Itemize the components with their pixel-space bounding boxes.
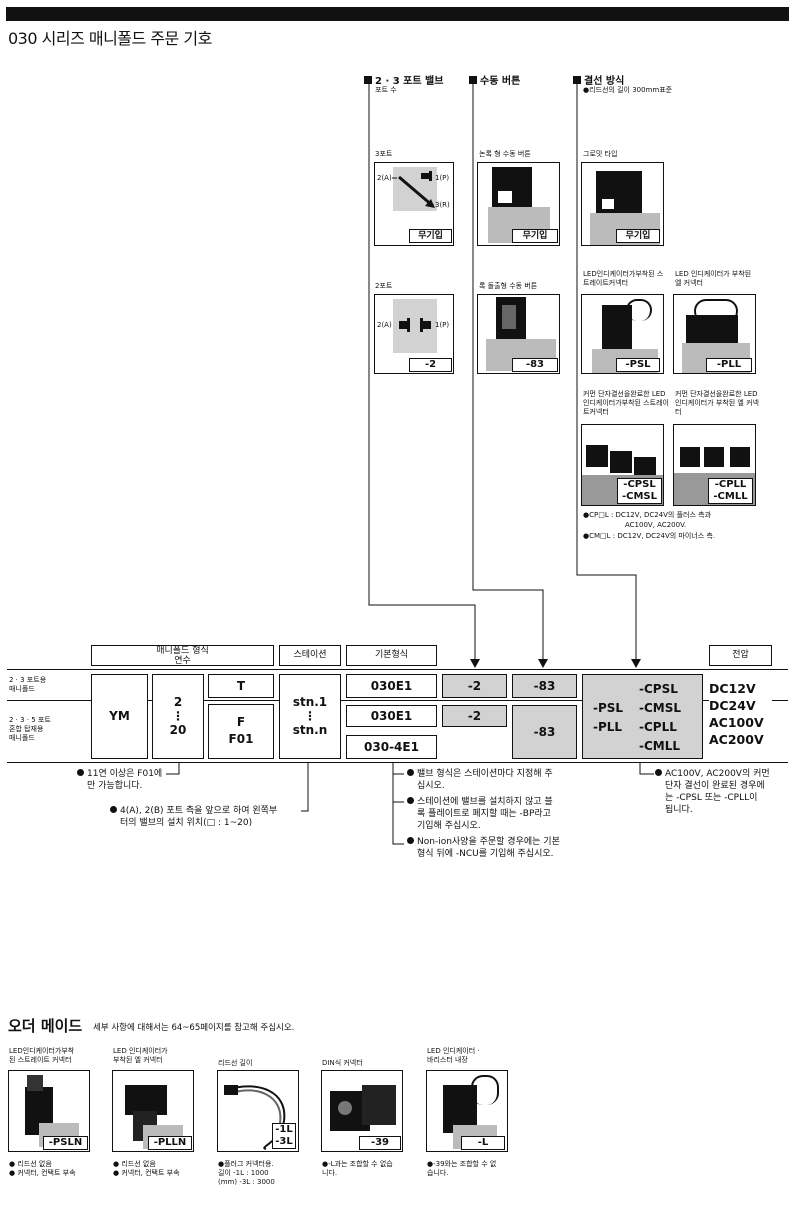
table-top-rule bbox=[7, 669, 788, 670]
port2-p: 1(P) bbox=[435, 321, 450, 329]
manual-lock-label: 록 돌출형 수동 버튼 bbox=[479, 282, 538, 290]
cell-base-3: 030-4E1 bbox=[346, 735, 437, 759]
cell-station: stn.1⋮stn.n bbox=[279, 674, 341, 759]
manual-lock-code: -83 bbox=[512, 358, 558, 372]
manual-nonlock-code: 무기입 bbox=[512, 229, 558, 243]
cell-manual-2: -83 bbox=[512, 705, 577, 759]
cell-base-1: 030E1 bbox=[346, 674, 437, 698]
om2-notes: ● 리드선 없음● 커넥터, 컨택트 부속 bbox=[113, 1160, 180, 1177]
om1-notes: ● 리드선 없음● 커넥터, 컨택트 부속 bbox=[9, 1160, 76, 1177]
port-valve-heading: 2 · 3 포트 밸브 bbox=[364, 72, 443, 87]
port3-label: 3포트 bbox=[375, 150, 393, 158]
header-voltage: 전압 bbox=[709, 645, 772, 666]
om3-label: 리드선 길이 bbox=[218, 1059, 253, 1067]
header-base: 기본형식 bbox=[346, 645, 437, 666]
port3-a: 2(A) bbox=[377, 174, 392, 182]
wiring-note-cp: ●CP□L : DC12V, DC24V의 플러스 측과 bbox=[583, 511, 712, 519]
port3-symbol-icon bbox=[392, 171, 435, 208]
manual-nonlock-label: 논록 형 수동 버튼 bbox=[479, 150, 531, 158]
port2-symbol-icon bbox=[399, 318, 431, 332]
connector-lines bbox=[368, 78, 641, 668]
cell-port-1: -2 bbox=[442, 674, 507, 698]
cell-manual-1: -83 bbox=[512, 674, 577, 698]
om2-code: -PLLN bbox=[148, 1136, 192, 1150]
wiring-psl-label: LED인디케이터가부착된 스트레이트커넥터 bbox=[583, 270, 664, 287]
port3-diagram: 2(A) 1(P) 3(R) bbox=[374, 162, 454, 246]
wiring-grommet-label: 그로밋 타입 bbox=[583, 150, 618, 158]
port3-code: 무기입 bbox=[409, 229, 452, 243]
om4-code: -39 bbox=[359, 1136, 401, 1150]
wiring-col2: -CPSL-CMSL-CPLL-CMLL bbox=[639, 682, 682, 753]
om5-code: -L bbox=[461, 1136, 505, 1150]
wiring-cpsl-code: -CPSL-CMSL bbox=[617, 478, 662, 504]
cell-base-2: 030E1 bbox=[346, 705, 437, 727]
wiring-sub: ●리드선의 길이 300mm표준 bbox=[583, 86, 673, 94]
order-made-sub: 세부 사항에 대해서는 64~65페이지를 참고해 주십시오. bbox=[93, 1023, 295, 1033]
port2-code: -2 bbox=[409, 358, 452, 372]
port-valve-sub: 포트 수 bbox=[375, 86, 397, 94]
port3-p: 1(P) bbox=[435, 174, 450, 182]
port2-label: 2포트 bbox=[375, 282, 393, 290]
table-mid-rule bbox=[7, 700, 788, 701]
page-title: 030 시리즈 매니폴드 주문 기호 bbox=[8, 29, 212, 48]
om3-notes: ●플러그 커넥터용.길이 -1L : 1000(mm) -3L : 3000 bbox=[218, 1160, 275, 1186]
wiring-col1: -PSL-PLL bbox=[593, 701, 624, 734]
om1-code: -PSLN bbox=[43, 1136, 88, 1150]
cell-type-t: T bbox=[208, 674, 274, 698]
table-bottom-rule bbox=[7, 762, 788, 763]
wiring-cpll-code: -CPLL-CMLL bbox=[708, 478, 753, 504]
wiring-pll-code: -PLL bbox=[706, 358, 752, 372]
wiring-cpll-label: 커먼 단자결선을완료한 LED 인디케이터가 부착된 엘 커넥터 bbox=[675, 390, 759, 416]
order-made-heading: 오더 메이드 bbox=[8, 1017, 83, 1035]
wiring-note-cm: ●CM□L : DC12V, DC24V의 마이너스 측. bbox=[583, 532, 716, 540]
wiring-pll-label: LED 인디케이터가 부착된 엘 커넥터 bbox=[675, 270, 752, 287]
wiring-cpsl-label: 커먼 단자결선을완료한 LED인디케이터가부착된 스트레이트커넥터 bbox=[583, 390, 669, 416]
cell-ym: YM bbox=[91, 674, 148, 759]
om5-label: LED 인디케이터 ·바리스터 내장 bbox=[427, 1047, 480, 1064]
wiring-grommet-code: 무기입 bbox=[616, 229, 660, 243]
header-station: 스테이션 bbox=[279, 645, 341, 666]
om4-label: DIN식 커넥터 bbox=[322, 1059, 363, 1067]
port2-a: 2(A) bbox=[377, 321, 392, 329]
wiring-note-cp2: AC100V, AC200V. bbox=[625, 521, 687, 529]
cell-wiring: -PSL-PLL -CPSL-CMSL-CPLL-CMLL bbox=[582, 674, 703, 759]
port3-r: 3(R) bbox=[435, 201, 450, 209]
wiring-psl-code: -PSL bbox=[616, 358, 660, 372]
top-bar bbox=[6, 7, 789, 21]
om3-code: -1L-3L bbox=[272, 1123, 296, 1149]
lead-wire-icon bbox=[224, 1085, 286, 1150]
cell-count: 2⋮20 bbox=[152, 674, 204, 759]
cell-port-2: -2 bbox=[442, 705, 507, 727]
